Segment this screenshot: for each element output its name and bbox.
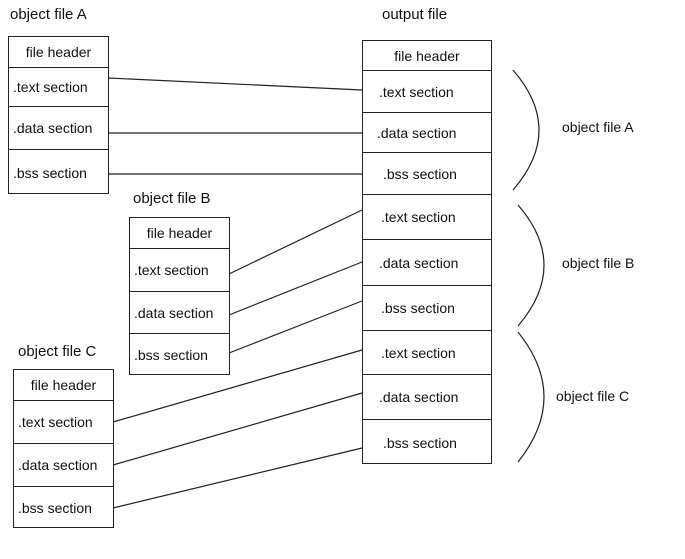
link-b-data	[228, 261, 363, 316]
obj-b-bss: .bss section	[134, 347, 208, 363]
link-c-text	[112, 349, 363, 423]
output-file-title: output file	[382, 6, 448, 23]
obj-b-data: .data section	[130, 292, 229, 334]
out-c-data: .data section	[363, 375, 491, 420]
link-b-bss	[228, 300, 363, 354]
obj-b-text: .text section	[130, 249, 229, 292]
link-c-data	[112, 392, 363, 466]
obj-c-data: .data section	[14, 444, 113, 487]
object-file-b-title: object file B	[133, 190, 211, 207]
obj-b-header: file header	[130, 218, 229, 249]
output-file-table: file header .text section .data section …	[362, 40, 492, 464]
out-a-bss: .bss section	[363, 153, 491, 195]
out-c-bss: .bss section	[383, 434, 457, 451]
out-b-text: .text section	[363, 195, 491, 240]
brace-c	[517, 331, 545, 463]
obj-c-bss: .bss section	[18, 500, 92, 516]
out-b-bss: .bss section	[363, 286, 491, 331]
link-a-text	[107, 77, 363, 91]
object-file-c-table: file header .text section .data section …	[13, 369, 114, 528]
brace-a	[512, 69, 540, 191]
brace-label-a: object file A	[562, 119, 634, 135]
out-c-text: .text section	[363, 331, 491, 375]
obj-a-data: .data section	[9, 107, 108, 150]
link-c-bss	[112, 447, 363, 509]
brace-label-b: object file B	[562, 255, 635, 271]
object-file-a-table: file header .text section .data section …	[8, 36, 109, 194]
object-file-a-title: object file A	[10, 6, 87, 23]
obj-a-header: file header	[9, 37, 108, 68]
obj-a-text: .text section	[9, 68, 108, 107]
object-file-c-title: object file C	[18, 343, 97, 360]
obj-c-text: .text section	[14, 401, 113, 444]
out-b-data: .data section	[363, 240, 491, 286]
out-a-data: .data section	[363, 113, 491, 153]
object-file-b-table: file header .text section .data section …	[129, 217, 230, 375]
out-a-text: .text section	[363, 71, 491, 113]
obj-a-bss: .bss section	[13, 164, 87, 181]
brace-b	[517, 204, 545, 327]
link-b-text	[228, 209, 363, 275]
out-header: file header	[363, 41, 491, 71]
obj-c-header: file header	[14, 370, 113, 401]
brace-label-c: object file C	[556, 388, 630, 404]
